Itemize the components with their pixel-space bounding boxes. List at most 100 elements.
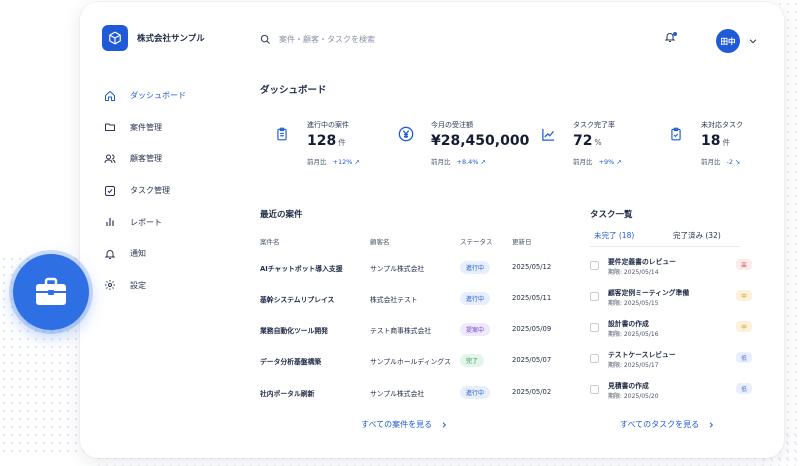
sidebar-item-label: 設定 — [130, 280, 146, 290]
stat-compare: 前月比+9% ➚ — [573, 158, 622, 166]
view-all-tasks-link[interactable]: すべてのタスクを見る — [620, 419, 715, 430]
project-name[interactable]: AIチャットボット導入支援 — [260, 265, 343, 273]
task-item[interactable]: テストケースレビュー 期限: 2025/05/17 低 — [590, 349, 755, 373]
chevron-down-icon[interactable] — [748, 36, 758, 46]
floating-briefcase-button[interactable] — [13, 254, 89, 330]
chevron-right-icon — [709, 421, 714, 428]
stat-card-completion-rate: タスク完了率 72% 前月比+9% ➚ — [539, 118, 689, 173]
priority-badge: 低 — [736, 383, 752, 394]
gear-icon — [105, 280, 115, 291]
priority-badge: 中 — [736, 321, 752, 332]
table-row[interactable]: 基幹システムリプレイス 株式会社テスト 進行中 2025/05/11 — [260, 292, 560, 308]
tab-done[interactable]: 完了済み (32) — [673, 231, 721, 240]
task-item[interactable]: 顧客定例ミーティング準備 期限: 2025/05/15 中 — [590, 287, 755, 311]
project-name[interactable]: 社内ポータル刷新 — [260, 390, 315, 398]
trend-icon — [541, 128, 554, 141]
task-checkbox[interactable] — [590, 292, 599, 301]
sidebar-item-label: 顧客管理 — [130, 154, 162, 164]
table-row[interactable]: AIチャットボット導入支援 サンプル株式会社 進行中 2025/05/12 — [260, 261, 560, 277]
logo — [102, 25, 128, 51]
divider — [590, 246, 740, 247]
chevron-right-icon — [442, 421, 447, 428]
status-badge: 完了 — [460, 354, 485, 367]
table-row[interactable]: 社内ポータル刷新 サンプル株式会社 進行中 2025/05/02 — [260, 386, 560, 402]
stat-label: 未対応タスク — [701, 121, 743, 129]
task-name: テストケースレビュー — [608, 351, 676, 359]
updated-date: 2025/05/11 — [512, 294, 552, 302]
priority-badge: 高 — [736, 259, 752, 270]
task-checkbox[interactable] — [590, 354, 599, 363]
task-checkbox[interactable] — [590, 261, 599, 270]
briefcase-icon — [36, 277, 66, 305]
status-badge: 提案中 — [460, 323, 491, 336]
project-name[interactable]: 業務自動化ツール開発 — [260, 327, 328, 335]
page-title: ダッシュボード — [260, 85, 327, 96]
sidebar-item-notifications[interactable]: 通知 — [104, 238, 234, 270]
task-item[interactable]: 要件定義書のレビュー 期限: 2025/05/14 高 — [590, 256, 755, 280]
clipboard-icon — [277, 127, 287, 141]
yen-icon — [398, 126, 414, 142]
column-header: 案件名 — [260, 238, 280, 246]
sidebar-item-label: レポート — [130, 217, 162, 227]
sidebar-item-settings[interactable]: 設定 — [104, 270, 234, 302]
search-bar[interactable]: 案件・顧客・タスクを検索 — [260, 30, 500, 48]
task-item[interactable]: 設計書の作成 期限: 2025/05/16 中 — [590, 318, 755, 342]
project-name[interactable]: 基幹システムリプレイス — [260, 296, 335, 304]
view-all-projects-link[interactable]: すべての案件を見る — [361, 419, 448, 430]
task-list-title: タスク一覧 — [590, 210, 633, 220]
updated-date: 2025/05/07 — [512, 356, 552, 364]
projects-table-header: 案件名 顧客名 ステータス 更新日 — [260, 236, 560, 248]
stat-compare: 前月比+12% ➚ — [307, 158, 360, 166]
stat-label: タスク完了率 — [573, 121, 615, 129]
task-due: 期限: 2025/05/16 — [608, 331, 659, 338]
client-name: サンプル株式会社 — [370, 390, 425, 398]
client-name: テスト商事株式会社 — [370, 327, 432, 335]
avatar[interactable]: 田中 — [716, 29, 740, 53]
client-name: サンプル株式会社 — [370, 265, 425, 273]
sidebar-item-dashboard[interactable]: ダッシュボード — [104, 80, 234, 112]
company-name: 株式会社サンプル — [137, 34, 205, 44]
sidebar-item-reports[interactable]: レポート — [104, 206, 234, 238]
stat-card-monthly-orders: 今月の受注額 ¥28,450,000 前月比+8.4% ➚ — [397, 118, 547, 173]
clipboard-check-icon — [671, 127, 681, 141]
updated-date: 2025/05/12 — [512, 263, 552, 271]
sidebar: ダッシュボード 案件管理 顧客管理 タスク管理 レポート 通知 設定 — [104, 80, 234, 301]
sidebar-item-tasks[interactable]: タスク管理 — [104, 175, 234, 207]
table-row[interactable]: 業務自動化ツール開発 テスト商事株式会社 提案中 2025/05/09 — [260, 323, 560, 339]
task-checkbox[interactable] — [590, 385, 599, 394]
task-name: 顧客定例ミーティング準備 — [608, 289, 690, 297]
folder-icon — [105, 123, 115, 132]
status-badge: 進行中 — [460, 261, 491, 274]
table-row[interactable]: データ分析基盤構築 サンプルホールディングス 完了 2025/05/07 — [260, 354, 560, 370]
sidebar-item-label: 通知 — [130, 249, 146, 259]
task-tabs: 未完了 (18) 完了済み (32) — [590, 230, 740, 247]
cube-icon — [109, 31, 121, 45]
sidebar-item-label: ダッシュボード — [130, 91, 186, 101]
recent-projects-title: 最近の案件 — [260, 210, 303, 220]
updated-date: 2025/05/02 — [512, 388, 552, 396]
project-name[interactable]: データ分析基盤構築 — [260, 358, 322, 366]
priority-badge: 低 — [736, 352, 752, 363]
stat-label: 進行中の案件 — [307, 121, 349, 129]
search-input[interactable]: 案件・顧客・タスクを検索 — [279, 34, 375, 44]
task-due: 期限: 2025/05/17 — [608, 362, 659, 369]
task-item[interactable]: 見積書の作成 期限: 2025/05/20 低 — [590, 380, 755, 404]
task-due: 期限: 2025/05/20 — [608, 393, 659, 400]
app-window: 株式会社サンプル 案件・顧客・タスクを検索 田中 ダッシュボード 案件管理 顧客… — [80, 2, 784, 458]
tab-open[interactable]: 未完了 (18) — [590, 230, 648, 247]
bar-chart-icon — [106, 218, 114, 227]
sidebar-item-projects[interactable]: 案件管理 — [104, 112, 234, 144]
notification-dot — [673, 32, 677, 36]
column-header: 顧客名 — [370, 238, 390, 246]
priority-badge: 中 — [736, 290, 752, 301]
notification-bell-icon[interactable] — [664, 31, 676, 43]
sidebar-item-clients[interactable]: 顧客管理 — [104, 143, 234, 175]
task-checkbox[interactable] — [590, 323, 599, 332]
task-due: 期限: 2025/05/15 — [608, 300, 659, 307]
updated-date: 2025/05/09 — [512, 325, 552, 333]
stat-compare: 前月比+8.4% ➚ — [431, 158, 486, 166]
sidebar-item-label: タスク管理 — [130, 186, 170, 196]
